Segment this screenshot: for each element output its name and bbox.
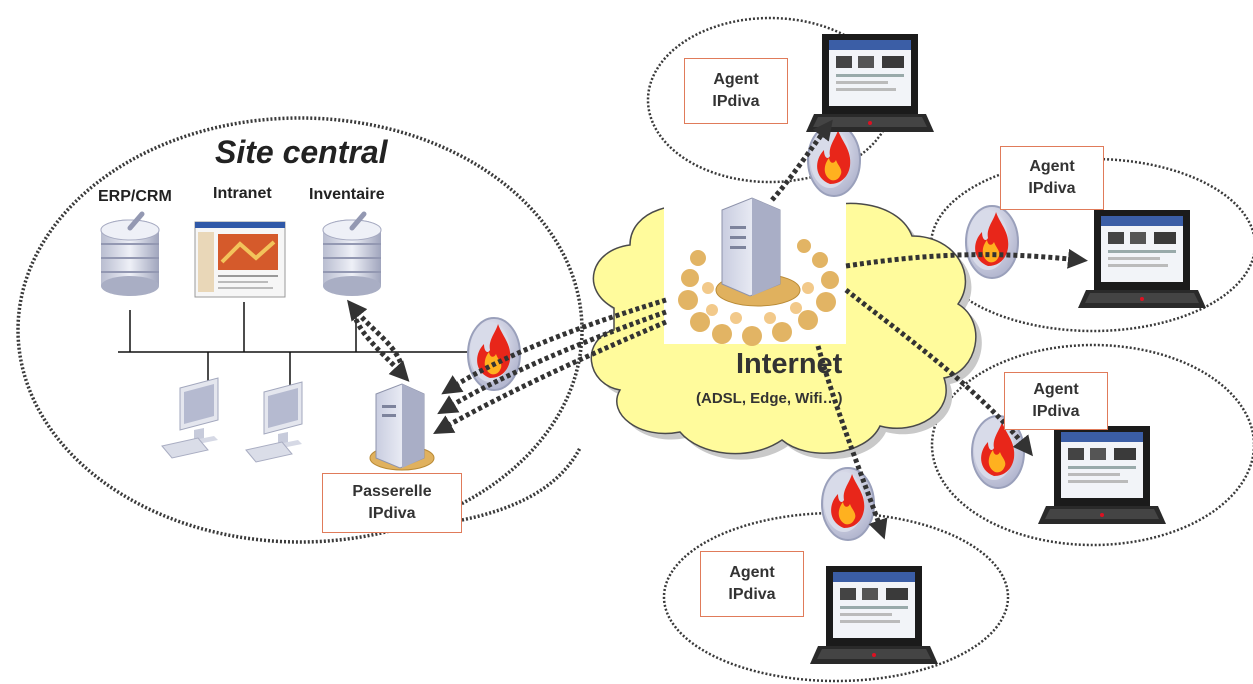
gateway-boundary-link xyxy=(461,447,582,522)
agent-label-line2: IPdiva xyxy=(728,586,776,603)
agent-laptop-icon-3 xyxy=(1038,426,1166,524)
inventaire-label: Inventaire xyxy=(309,186,385,203)
workstation-icon-1 xyxy=(161,377,219,459)
agent-label-line1: Agent xyxy=(729,564,775,581)
site-central-title: Site central xyxy=(215,134,388,170)
agent-label-line2: IPdiva xyxy=(1032,403,1080,420)
intranet-screenshot-icon xyxy=(194,221,286,298)
agent-laptop-icon-4 xyxy=(810,566,938,664)
site-central-boundary xyxy=(16,116,584,544)
agent-label-line1: Agent xyxy=(713,71,759,88)
internet-label: Internet xyxy=(736,348,843,380)
agent-firewall-icon-2 xyxy=(965,205,1019,279)
agent-label-line1: Agent xyxy=(1029,158,1075,175)
agent-label-line1: Agent xyxy=(1033,381,1079,398)
agent-box-1: Agent IPdiva xyxy=(684,58,788,124)
agent-box-4: Agent IPdiva xyxy=(700,551,804,617)
agent-firewall-icon-1 xyxy=(807,123,861,197)
agent-box-2: Agent IPdiva xyxy=(1000,146,1104,210)
agent-firewall-icon-4 xyxy=(821,467,875,541)
lan-bus xyxy=(118,302,470,385)
agent-laptop-icon-2 xyxy=(1078,210,1206,308)
agent-box-3: Agent IPdiva xyxy=(1004,372,1108,430)
erp-crm-server-icon xyxy=(101,214,159,296)
internet-hub-server xyxy=(664,190,846,346)
agent-label-line2: IPdiva xyxy=(1028,180,1076,197)
agent-laptop-icon-1 xyxy=(806,34,934,132)
workstation-icon-2 xyxy=(245,381,303,463)
erp-crm-label: ERP/CRM xyxy=(98,188,172,205)
gateway-label-line1: Passerelle xyxy=(352,483,432,500)
inventaire-link-arrow xyxy=(349,305,410,382)
inventaire-server-icon xyxy=(323,214,381,296)
gateway-label-box: Passerelle IPdiva xyxy=(322,473,462,533)
gateway-server-icon xyxy=(369,383,435,471)
gateway-label-line2: IPdiva xyxy=(368,505,416,522)
intranet-label: Intranet xyxy=(213,185,272,202)
agent-label-line2: IPdiva xyxy=(712,93,760,110)
internet-sublabel: (ADSL, Edge, Wifi…) xyxy=(696,390,843,407)
